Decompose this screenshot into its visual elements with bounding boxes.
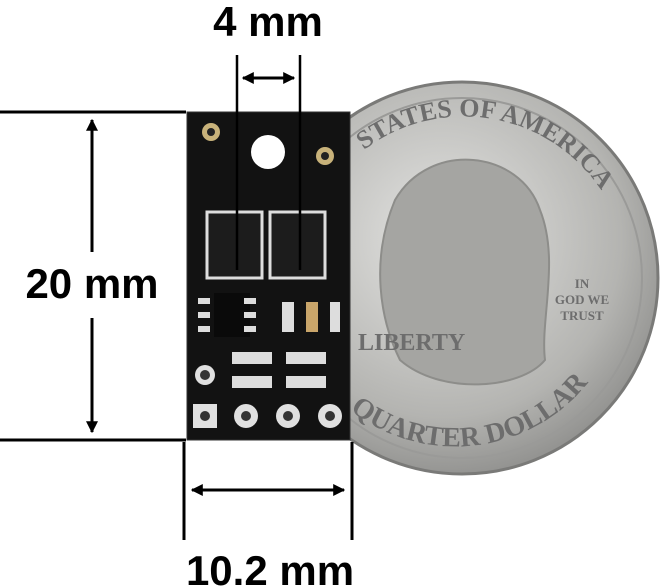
washington-portrait bbox=[379, 158, 551, 386]
sensor-2 bbox=[268, 210, 327, 280]
sensor-spacing-label: 4 mm bbox=[213, 0, 323, 45]
coin-motto-1: IN bbox=[575, 276, 590, 291]
dimension-annotations bbox=[0, 55, 354, 540]
quarter-coin: STATES OF AMERICA QUARTER DOLLAR IN GOD … bbox=[264, 80, 660, 476]
sensor-1 bbox=[205, 210, 264, 280]
coin-liberty: LIBERTY bbox=[358, 330, 465, 356]
sensor-board bbox=[186, 111, 351, 441]
mounting-hole bbox=[251, 135, 285, 169]
coin-motto-3: TRUST bbox=[560, 308, 604, 323]
board-width-label: 10.2 mm bbox=[186, 547, 354, 587]
board-height-label: 20 mm bbox=[25, 260, 158, 307]
coin-motto-2: GOD WE bbox=[555, 292, 609, 307]
